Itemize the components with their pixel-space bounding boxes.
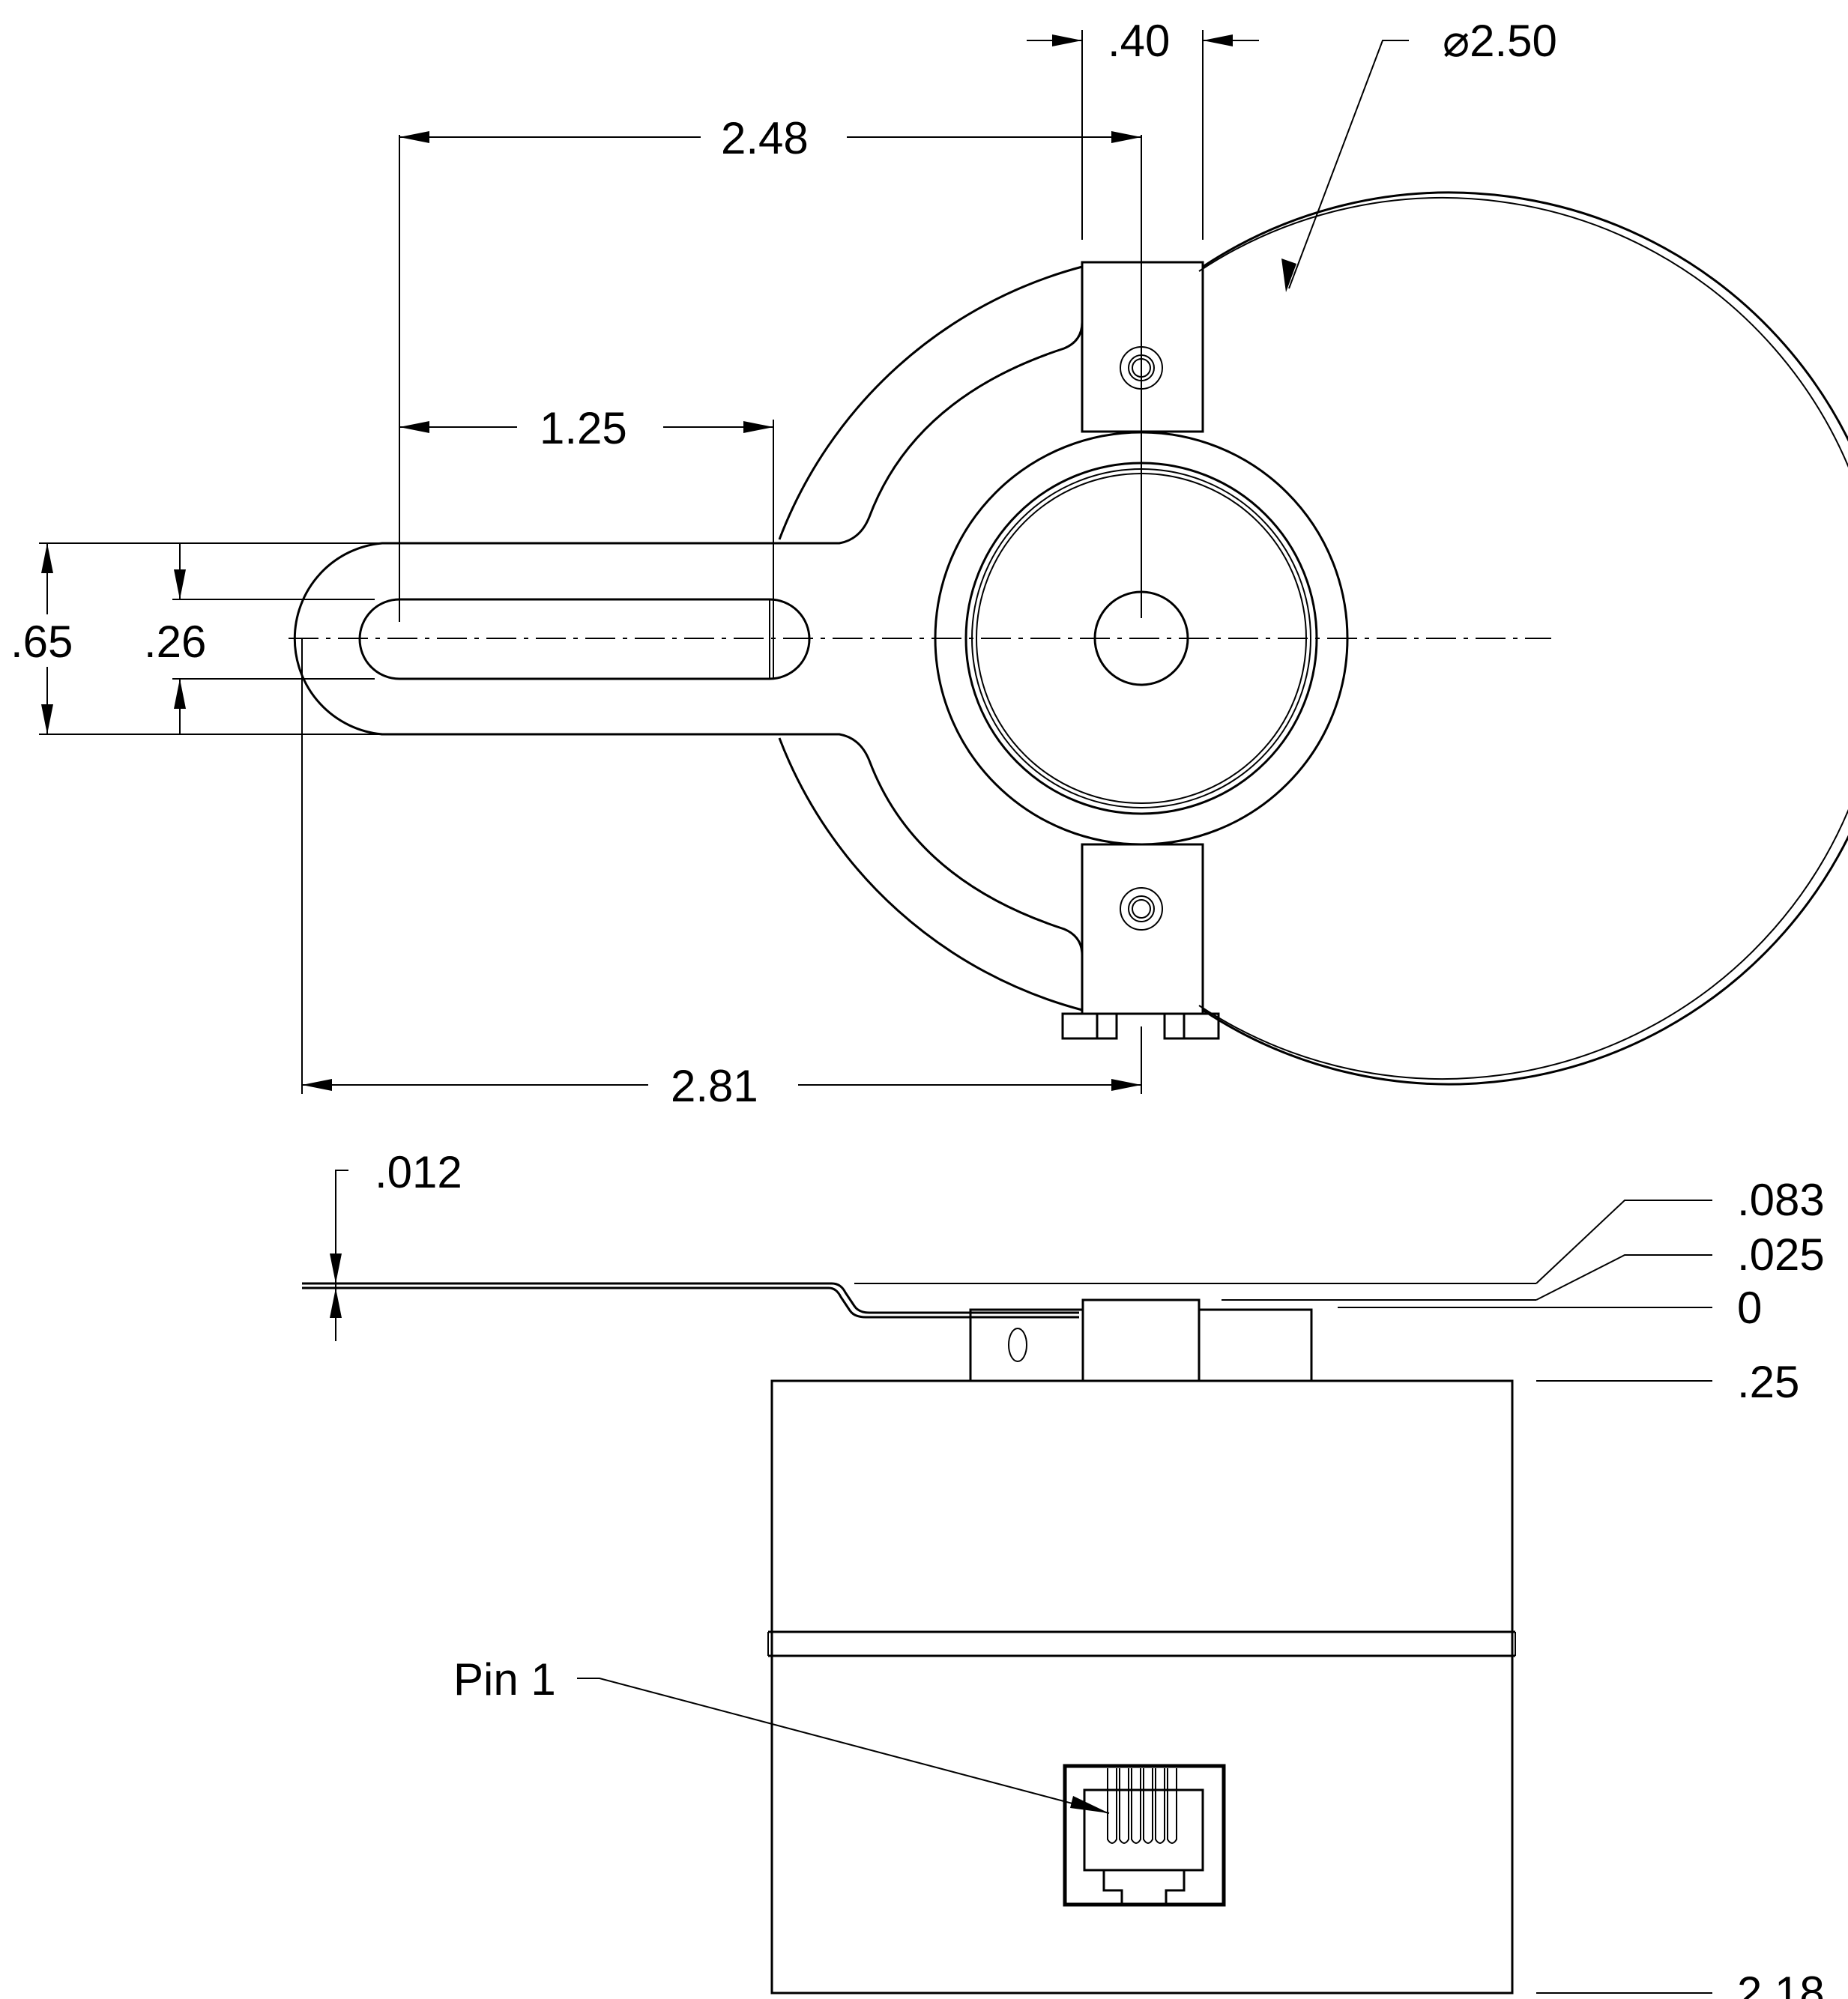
dim-label-slot-width: .26 xyxy=(144,617,206,667)
dim-label-slot-end-to-center: 2.48 xyxy=(721,113,809,163)
dim-label-tab-width: .40 xyxy=(1108,16,1170,66)
outer-body xyxy=(778,191,1848,1086)
pin1-callout: Pin 1 xyxy=(453,1654,1110,1814)
dim-label-arm-width: .65 xyxy=(10,617,73,667)
side-view: .012 .083 .025 0 .25 2.18 xyxy=(302,1147,1825,1999)
level-label-025-housing: .25 xyxy=(1737,1357,1799,1407)
level-label-025: .025 xyxy=(1737,1230,1825,1280)
dim-slot-width: .26 xyxy=(144,543,375,734)
connector-contacts xyxy=(1107,1768,1177,1844)
dim-slot-length: 1.25 xyxy=(399,403,774,679)
dim-label-arm-end-to-center: 2.81 xyxy=(671,1061,758,1111)
dim-slot-end-to-center: 2.48 xyxy=(399,113,1141,622)
top-mounting-tab xyxy=(1081,261,1204,433)
pin1-label: Pin 1 xyxy=(453,1654,556,1705)
diameter-symbol: ⌀ xyxy=(1443,16,1470,66)
dim-label-slot-length: 1.25 xyxy=(540,403,627,453)
rj-connector xyxy=(1063,1764,1226,1907)
dim-outer-diameter: ⌀2.50 xyxy=(1281,16,1557,292)
top-view: .40 ⌀2.50 2.48 1.25 xyxy=(10,16,1848,1111)
flexure-sheet xyxy=(302,1282,1079,1319)
level-label-0: 0 xyxy=(1737,1283,1762,1333)
dim-label-outer-diameter: ⌀2.50 xyxy=(1443,16,1557,66)
level-label-083: .083 xyxy=(1737,1175,1825,1225)
dim-flexure-thickness: .012 xyxy=(330,1147,462,1341)
dim-arm-width: .65 xyxy=(10,542,382,735)
dim-label-flexure-thickness: .012 xyxy=(375,1147,462,1197)
dim-tab-width: .40 xyxy=(1027,16,1259,240)
height-level-leaders: .083 .025 0 .25 2.18 xyxy=(854,1175,1825,1999)
dim-arm-end-to-center: 2.81 xyxy=(301,638,1142,1111)
level-label-218: 2.18 xyxy=(1737,1968,1825,1999)
housing xyxy=(767,1379,1516,1995)
bottom-mounting-tab xyxy=(1061,843,1220,1040)
